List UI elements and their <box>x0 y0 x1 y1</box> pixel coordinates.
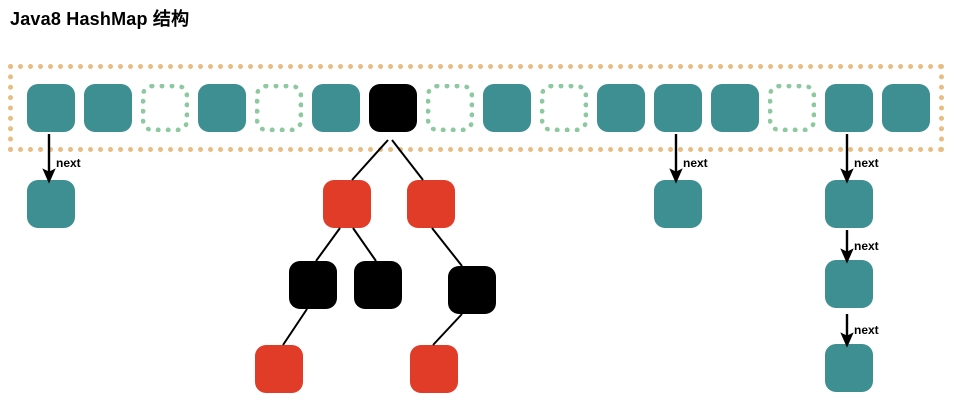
bucket-14-chain-next-label-0: next <box>854 156 879 170</box>
bucket-11-chain-node-0[interactable] <box>654 180 702 228</box>
array-bucket-14[interactable] <box>825 84 873 132</box>
tree-edge-r1-b2 <box>352 227 377 262</box>
tree-edge-r2-b3 <box>431 227 463 267</box>
array-bucket-6[interactable] <box>369 84 417 132</box>
array-bucket-5[interactable] <box>312 84 360 132</box>
list-next-arrows <box>42 134 854 348</box>
tree-edges <box>282 139 463 346</box>
array-bucket-8[interactable] <box>483 84 531 132</box>
tree-node-b2[interactable] <box>354 261 402 309</box>
array-bucket-3[interactable] <box>198 84 246 132</box>
array-bucket-10[interactable] <box>597 84 645 132</box>
page-title: Java8 HashMap 结构 <box>10 9 190 29</box>
tree-edge-b3-r4 <box>432 313 463 346</box>
tree-node-r1[interactable] <box>323 180 371 228</box>
bucket-14-chain-next-label-1: next <box>854 239 879 253</box>
tree-node-r3[interactable] <box>255 345 303 393</box>
tree-edge-b1-r3 <box>282 308 308 346</box>
array-bucket-9[interactable] <box>540 84 588 132</box>
tree-edge-r1-b1 <box>315 227 341 262</box>
array-bucket-4[interactable] <box>255 84 303 132</box>
bucket-14-chain-node-0[interactable] <box>825 180 873 228</box>
tree-node-b3[interactable] <box>448 266 496 314</box>
tree-node-r2[interactable] <box>407 180 455 228</box>
array-bucket-12[interactable] <box>711 84 759 132</box>
bucket-11-chain-next-label-0: next <box>683 156 708 170</box>
tree-node-r4[interactable] <box>410 345 458 393</box>
array-bucket-7[interactable] <box>426 84 474 132</box>
bucket-0-chain-node-0[interactable] <box>27 180 75 228</box>
hash-table-array-container <box>8 64 944 152</box>
array-bucket-15[interactable] <box>882 84 930 132</box>
bucket-14-chain-node-2[interactable] <box>825 344 873 392</box>
array-bucket-11[interactable] <box>654 84 702 132</box>
bucket-14-chain-node-1[interactable] <box>825 260 873 308</box>
bucket-0-chain-next-label-0: next <box>56 156 81 170</box>
array-bucket-13[interactable] <box>768 84 816 132</box>
array-bucket-2[interactable] <box>141 84 189 132</box>
array-bucket-1[interactable] <box>84 84 132 132</box>
tree-node-b1[interactable] <box>289 261 337 309</box>
array-bucket-0[interactable] <box>27 84 75 132</box>
bucket-14-chain-next-label-2: next <box>854 323 879 337</box>
